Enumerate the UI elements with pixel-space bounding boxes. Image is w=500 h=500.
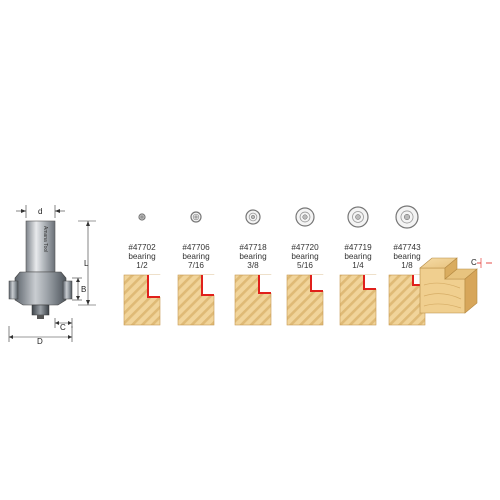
rabbet-notch	[364, 275, 377, 289]
bearing-size: 5/16	[297, 261, 313, 270]
brand-logo-text: Amana Tool	[42, 226, 48, 252]
bearing-icon	[295, 207, 315, 227]
bearing-word: bearing	[128, 252, 156, 261]
rabbet-profile-line	[310, 275, 323, 292]
dim-label-D: D	[37, 337, 43, 346]
bearing-size: 3/8	[247, 261, 259, 270]
bearing-part-number: #47702	[128, 243, 156, 252]
bearing-icon	[138, 213, 146, 221]
bit-body	[14, 271, 67, 306]
rabbet-notch	[259, 275, 272, 293]
bearing-size: 7/16	[188, 261, 204, 270]
rabbet-profile-line	[201, 275, 214, 296]
dim-label-L: L	[84, 259, 89, 268]
workpiece-rabbet-wall	[444, 257, 458, 280]
bearing-icon	[347, 206, 369, 228]
bearing-icon	[190, 211, 202, 223]
bearing-word: bearing	[291, 252, 319, 261]
rabbet-notch	[413, 275, 426, 285]
bearing-part-number: #47743	[393, 243, 421, 252]
workpiece-grain	[423, 282, 462, 309]
bearing-part-number: #47720	[291, 243, 319, 252]
router-bit: Amana Tool	[8, 220, 73, 319]
cutter-wing-left	[8, 280, 19, 300]
rabbet-profile-line	[258, 275, 271, 294]
bearing-word: bearing	[182, 252, 210, 261]
bearing-size: 1/2	[136, 261, 148, 270]
bearing-word: bearing	[239, 252, 267, 261]
dim-label-C: C	[60, 323, 66, 332]
rabbet-notch	[148, 275, 161, 297]
rabbet-notch	[202, 275, 215, 295]
workpiece-side-face	[464, 268, 478, 314]
rabbet-profile-line	[363, 275, 376, 290]
bearing-word: bearing	[344, 252, 372, 261]
bearing-size: 1/4	[352, 261, 364, 270]
dimension-arrows	[9, 209, 90, 339]
cutter-wing-right	[62, 280, 73, 300]
bearing-size: 1/8	[401, 261, 413, 270]
bearing-part-number: #47706	[182, 243, 210, 252]
bearing-word: bearing	[393, 252, 421, 261]
bit-shank	[25, 220, 56, 273]
dim-label-d: d	[38, 207, 42, 216]
rabbet-notch	[311, 275, 324, 291]
bearing-part-number: #47718	[239, 243, 267, 252]
bearing-columns: #47702bearing1/2#47706bearing7/16#47718b…	[123, 205, 426, 326]
rabbet-profile-line	[147, 275, 160, 298]
workpiece-dim-label-C: C	[471, 258, 477, 267]
bearing-screw	[37, 315, 44, 319]
bit-bearing	[31, 304, 50, 316]
bearing-icon	[395, 205, 419, 229]
workpiece-block: C	[419, 257, 492, 314]
dim-label-B: B	[81, 285, 86, 294]
bearing-part-number: #47719	[344, 243, 372, 252]
bearing-icon	[245, 209, 261, 225]
